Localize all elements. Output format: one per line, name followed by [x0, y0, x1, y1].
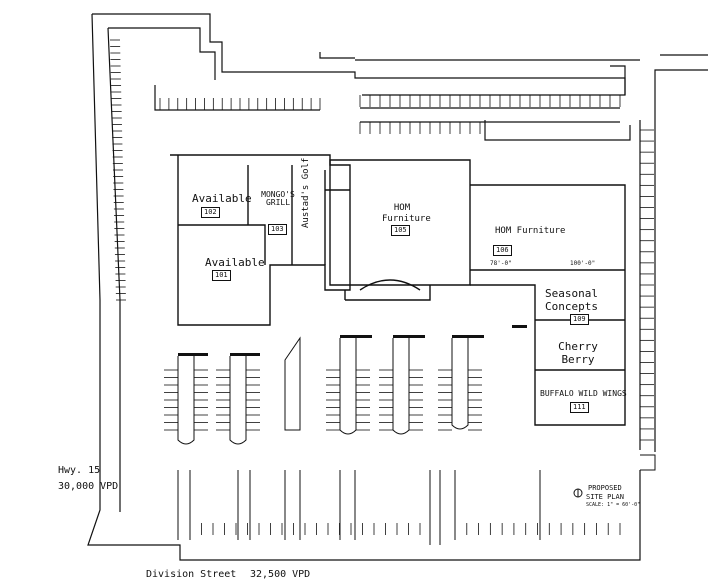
north-arrow-icon [573, 488, 583, 498]
tenant-name: MONGO'S GRILL [261, 190, 295, 207]
tenant-name: BUFFALO WILD WINGS [540, 389, 627, 398]
road-name: Division Street [146, 569, 237, 580]
unit-number: 101 [212, 270, 231, 281]
building-left [170, 154, 351, 326]
building-right [470, 184, 626, 426]
site-boundary-lower [87, 13, 641, 561]
tenant-name: Seasonal Concepts [545, 287, 598, 313]
traffic-count: 32,500 VPD [250, 569, 311, 580]
unit-number: 109 [570, 314, 589, 325]
tenant-name: Austad's Golf [301, 157, 311, 228]
unit-number: 111 [570, 402, 589, 413]
unit-number: 103 [268, 224, 287, 235]
plan-scale: SCALE: 1" = 60'-0" [586, 502, 641, 508]
parking-edge-left [108, 27, 216, 80]
plan-title: SITE PLAN [586, 493, 624, 501]
tenant-name: HOM Furniture [495, 226, 566, 236]
tenant-name: HOM Furniture [382, 203, 431, 224]
tenant-name: Cherry Berry [558, 340, 598, 366]
tenant-name: Available [205, 256, 265, 269]
road-name: Hwy. 15 [58, 465, 101, 476]
site-boundary [92, 13, 626, 96]
parking-stalls [110, 39, 654, 535]
dimension-label: 78'-0" [490, 260, 512, 267]
dimension-label: 100'-0" [570, 260, 596, 267]
tenant-name: Available [192, 192, 252, 205]
plan-title: PROPOSED [588, 484, 622, 492]
unit-number: 106 [493, 245, 512, 256]
unit-number: 102 [201, 207, 220, 218]
unit-number: 105 [391, 225, 410, 236]
traffic-count: 30,000 VPD [58, 481, 119, 492]
